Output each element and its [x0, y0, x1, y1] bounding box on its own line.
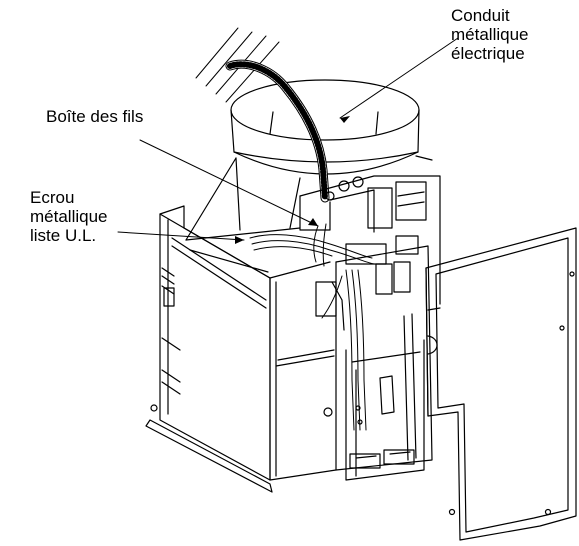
callout-wire-box-label: Boîte des fils [46, 107, 143, 126]
callout-conduit-line-1: Conduit [451, 6, 510, 25]
callout-metal-nut-line-1: Ecrou [30, 188, 75, 207]
callout-wire-box-line-1: Boîte des fils [46, 107, 144, 126]
callout-leaders [117, 37, 459, 244]
callout-conduit-line-2: métallique [451, 25, 529, 44]
control-board [315, 181, 427, 331]
leader-wire-box [139, 139, 319, 227]
callout-metal-nut-line-2: métallique [30, 207, 108, 226]
furnace-cabinet [145, 175, 441, 493]
flexible-conduit [225, 59, 330, 203]
callout-conduit-label: Conduit métallique électrique [451, 6, 529, 63]
access-door [425, 227, 577, 541]
callout-metal-nut-label: Ecrou métallique liste U.L. [30, 188, 108, 245]
wire-bundle [249, 223, 375, 431]
callout-conduit-line-3: électrique [451, 44, 525, 63]
leader-metal-nut [117, 231, 245, 241]
callout-metal-nut-line-3: liste U.L. [30, 226, 97, 245]
leader-conduit [339, 37, 459, 119]
transition-hood [185, 155, 433, 241]
